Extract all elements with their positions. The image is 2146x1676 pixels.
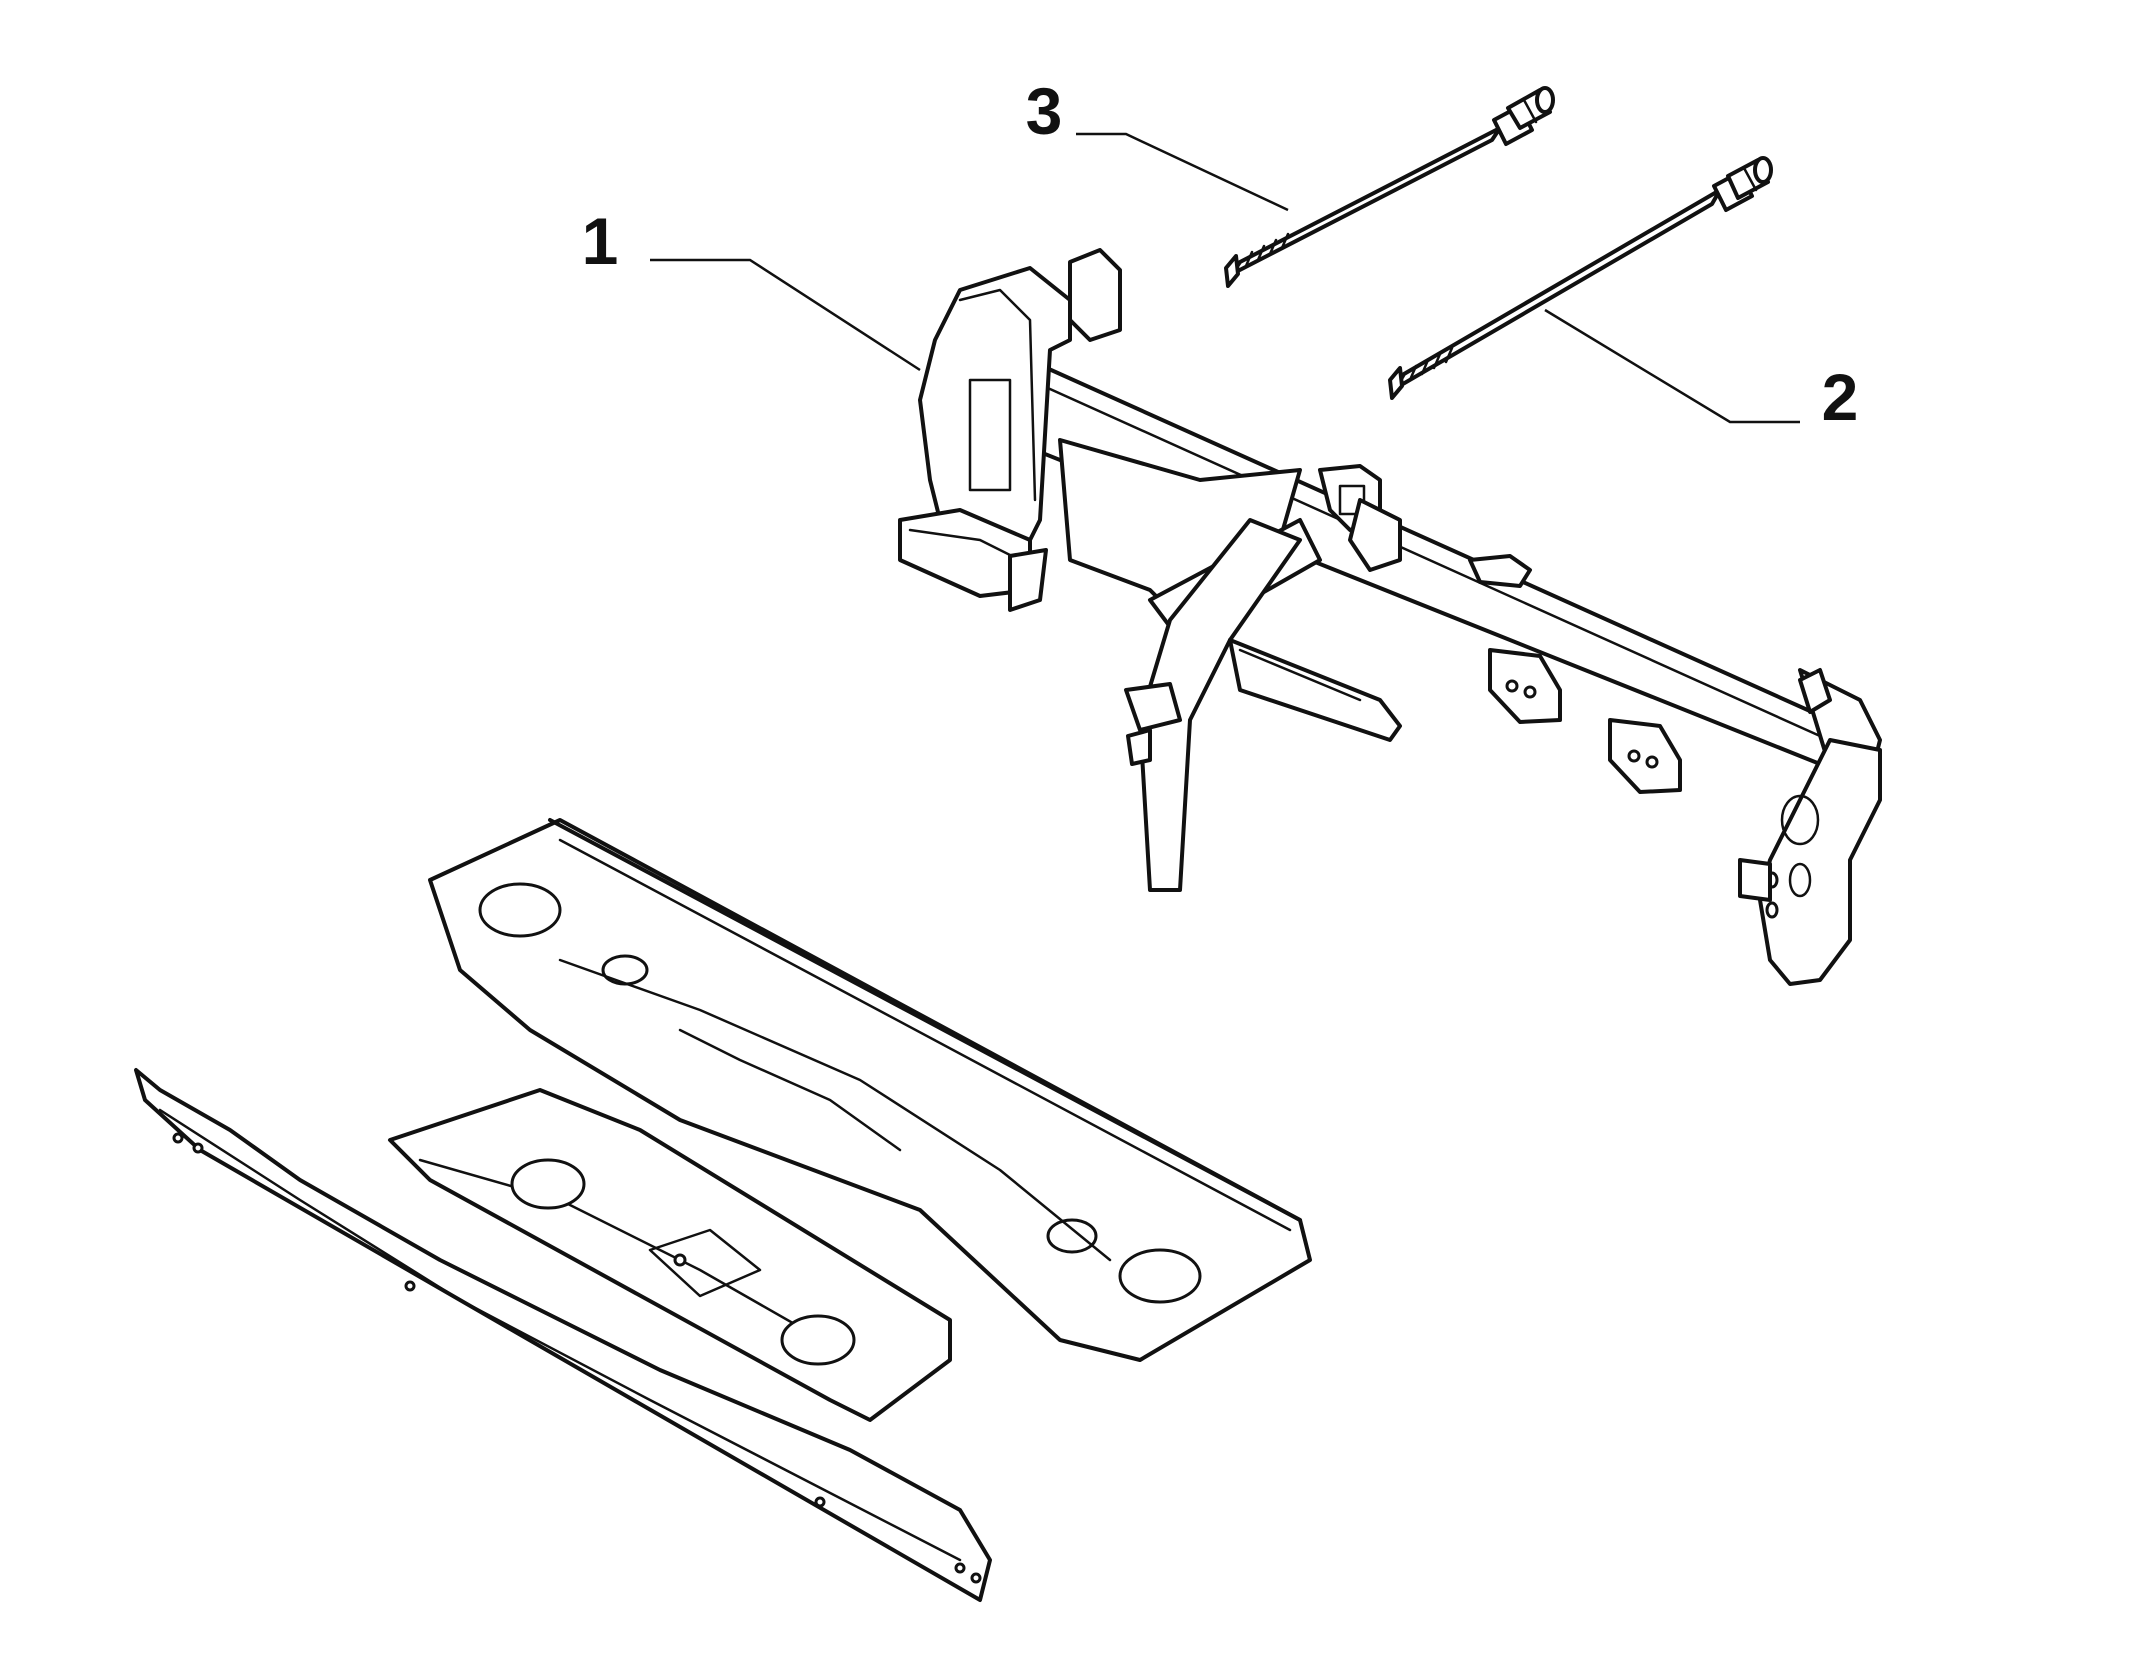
bolt-3[interactable] (1224, 86, 1555, 288)
callout-label-3: 3 (1026, 74, 1063, 148)
callout-label-2: 2 (1822, 360, 1859, 434)
callout-label-1: 1 (582, 204, 619, 278)
seat-cross-member (388, 1088, 952, 1422)
leader-line-2 (1544, 308, 1800, 424)
bolt-2[interactable] (1388, 156, 1773, 400)
leader-line-1 (650, 258, 921, 372)
cross-member-beam-1[interactable] (898, 248, 1882, 986)
floor-panel-upper (428, 818, 1312, 1362)
leader-line-3 (1076, 132, 1289, 212)
lower-rail (134, 1068, 992, 1602)
